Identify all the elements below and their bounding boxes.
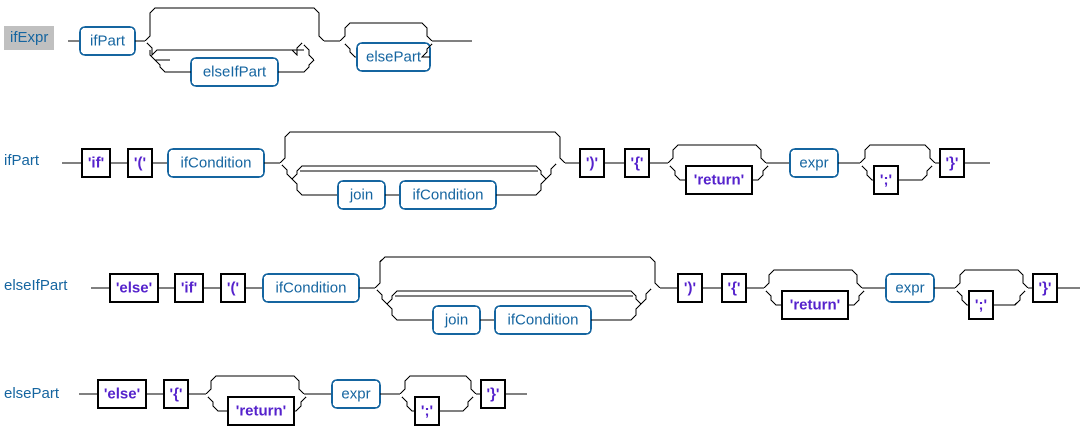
rule-label-ifexpr: ifExpr <box>4 26 55 50</box>
terminal-label-return-1: 'return' <box>694 171 744 188</box>
terminal-box-else-2[interactable] <box>97 379 147 409</box>
rule-row-ifpart: ifPart 'if' '(' ifCondition join <box>0 125 1085 225</box>
terminal-label-semicolon-2: ';' <box>975 296 987 313</box>
terminal-box-if-2[interactable] <box>174 273 204 303</box>
terminal-label-paren-close-2: ')' <box>684 279 696 296</box>
terminal-box-semicolon-3[interactable] <box>414 396 440 426</box>
terminal-box-brace-open[interactable] <box>624 148 650 178</box>
terminal-label-else-1: 'else' <box>116 279 152 296</box>
rule-row-ifexpr: ifExpr ifPart elseIfPart <box>0 0 1085 105</box>
rail-svg-ifpart: 'if' '(' ifCondition join ifCondition <box>62 131 990 210</box>
terminal-label-paren-open-2: '(' <box>227 279 239 296</box>
terminal-label-semicolon-1: ';' <box>880 171 892 188</box>
terminal-box-paren-open-2[interactable] <box>220 273 246 303</box>
terminal-label-return-3: 'return' <box>236 402 286 419</box>
terminal-box-return-2[interactable] <box>781 290 849 320</box>
terminal-label-paren-open: '(' <box>134 154 146 171</box>
rail-svg-elsepart: 'else' '{' 'return' expr ';' '}' <box>79 375 527 426</box>
rule-label-elsepart: elsePart <box>4 385 60 402</box>
terminal-box-semicolon-1[interactable] <box>873 165 899 195</box>
rule-label-elseifpart: elseIfPart <box>4 277 68 294</box>
terminal-label-brace-open: '{' <box>631 154 644 171</box>
nonterminal-label-ifcondition-3: ifCondition <box>276 279 347 296</box>
terminal-label-brace-close-3: '}' <box>487 385 500 402</box>
terminal-label-return-2: 'return' <box>790 296 840 313</box>
terminal-box-brace-close-3[interactable] <box>480 379 506 409</box>
nonterminal-label-expr-3: expr <box>341 385 370 402</box>
terminal-box-return-3[interactable] <box>227 396 295 426</box>
rule-row-elseifpart: elseIfPart 'else' 'if' '(' ifCondition j… <box>0 250 1085 350</box>
terminal-box-semicolon-2[interactable] <box>968 290 994 320</box>
rule-row-elsepart: elsePart 'else' '{' 'return' expr ';' <box>0 358 1085 440</box>
nonterminal-label-elsepart: elsePart <box>366 48 422 65</box>
rail-svg-elseifpart: 'else' 'if' '(' ifCondition join ifCondi… <box>91 256 1080 335</box>
terminal-label-paren-close: ')' <box>586 154 598 171</box>
nonterminal-label-ifcondition-1: ifCondition <box>181 154 252 171</box>
nonterminal-label-ifcondition-2: ifCondition <box>413 186 484 203</box>
terminal-label-brace-close-2: '}' <box>1039 279 1052 296</box>
terminal-box-brace-open-3[interactable] <box>163 379 189 409</box>
terminal-label-if-2: 'if' <box>181 279 197 296</box>
nonterminal-label-join-1: join <box>349 186 373 203</box>
nonterminal-label-ifcondition-4: ifCondition <box>508 311 579 328</box>
nonterminal-label-elseifpart: elseIfPart <box>203 63 267 80</box>
terminal-label-brace-open-3: '{' <box>170 385 183 402</box>
nonterminal-label-expr-1: expr <box>799 154 828 171</box>
rail-svg-ifexpr: ifPart elseIfPart elsePart <box>68 7 472 87</box>
terminal-label-brace-close: '}' <box>946 154 959 171</box>
terminal-label-if: 'if' <box>88 154 104 171</box>
rule-label-ifpart: ifPart <box>4 152 40 169</box>
terminal-box-else-1[interactable] <box>109 273 159 303</box>
terminal-label-brace-open-2: '{' <box>728 279 741 296</box>
terminal-label-else-2: 'else' <box>104 385 140 402</box>
terminal-box-paren-open[interactable] <box>127 148 153 178</box>
terminal-label-semicolon-3: ';' <box>421 402 433 419</box>
terminal-box-brace-open-2[interactable] <box>721 273 747 303</box>
nonterminal-label-expr-2: expr <box>895 279 924 296</box>
terminal-box-brace-close-2[interactable] <box>1032 273 1058 303</box>
nonterminal-label-join-2: join <box>444 311 468 328</box>
nonterminal-label-ifpart: ifPart <box>90 32 126 49</box>
